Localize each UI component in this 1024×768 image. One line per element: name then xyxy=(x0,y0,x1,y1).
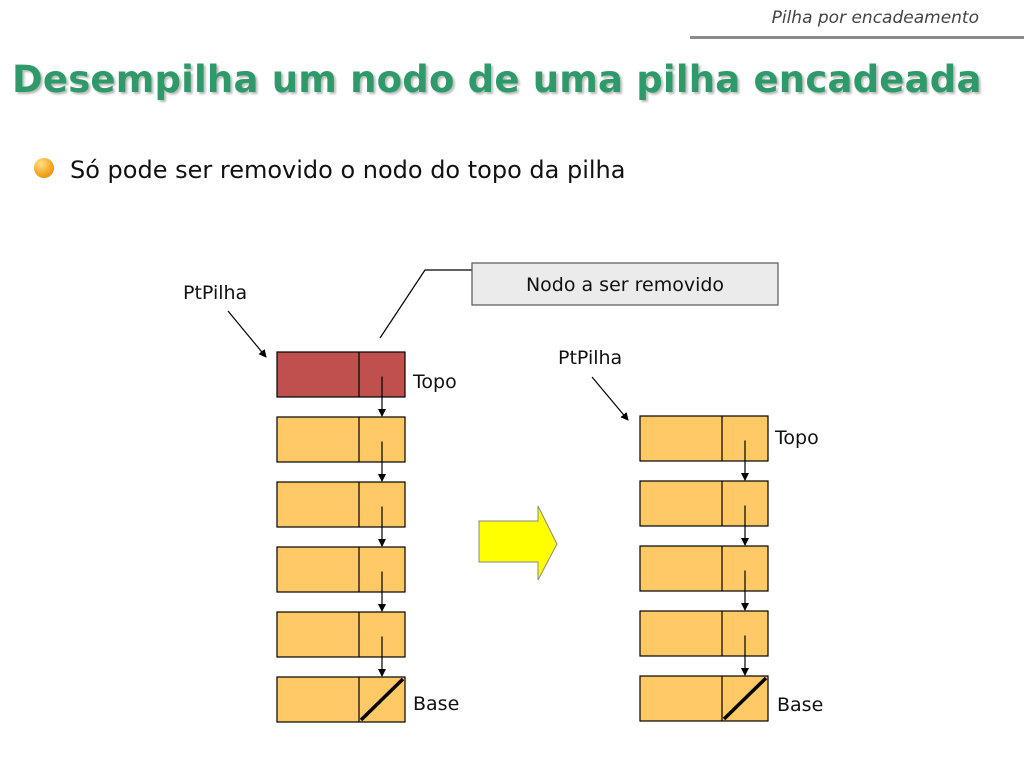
header-divider xyxy=(690,36,1024,39)
right-node-2 xyxy=(639,480,769,546)
left-node-box xyxy=(276,611,406,658)
callout-box xyxy=(471,262,779,306)
left-stack xyxy=(276,351,406,723)
right-node-1 xyxy=(639,415,769,481)
left-node-5 xyxy=(276,611,406,677)
left-node-2 xyxy=(276,416,406,482)
left-node-6 xyxy=(276,676,406,723)
section-label: Pilha por encadeamento xyxy=(771,8,979,28)
left-node-1 xyxy=(276,351,406,417)
left-pointer-arrow xyxy=(227,310,267,358)
right-node-box xyxy=(639,675,769,722)
callout-leader-line xyxy=(379,269,472,339)
right-node-3 xyxy=(639,545,769,611)
right-node-box xyxy=(639,415,769,462)
left-node-4 xyxy=(276,546,406,612)
right-node-5 xyxy=(639,675,769,722)
left-node-box xyxy=(276,546,406,593)
right-node-box xyxy=(639,545,769,592)
right-pointer-arrow xyxy=(591,376,629,421)
right-node-4 xyxy=(639,610,769,676)
right-node-box xyxy=(639,480,769,527)
left-node-box xyxy=(276,676,406,723)
right-base-label: Base xyxy=(777,694,823,716)
bullet-dot-icon xyxy=(34,158,54,178)
right-null-pointer xyxy=(722,676,768,721)
right-node-box xyxy=(639,610,769,657)
left-node-box xyxy=(276,481,406,528)
left-top-label: Topo xyxy=(412,371,457,393)
callout-label: Nodo a ser removido xyxy=(526,274,724,296)
right-top-label: Topo xyxy=(774,427,819,449)
slide-title: Desempilha um nodo de uma pilha encadead… xyxy=(12,58,982,101)
right-pointer-label: PtPilha xyxy=(558,347,622,369)
left-node-box xyxy=(276,351,406,398)
left-pointer-label: PtPilha xyxy=(183,282,247,304)
transition-arrow xyxy=(478,505,558,581)
left-base-label: Base xyxy=(413,693,459,715)
left-null-pointer xyxy=(359,677,405,722)
bullet-text: Só pode ser removido o nodo do topo da p… xyxy=(70,156,626,184)
right-stack xyxy=(639,415,769,722)
left-node-3 xyxy=(276,481,406,547)
left-node-box xyxy=(276,416,406,463)
bullet-item: Só pode ser removido o nodo do topo da p… xyxy=(34,156,625,184)
